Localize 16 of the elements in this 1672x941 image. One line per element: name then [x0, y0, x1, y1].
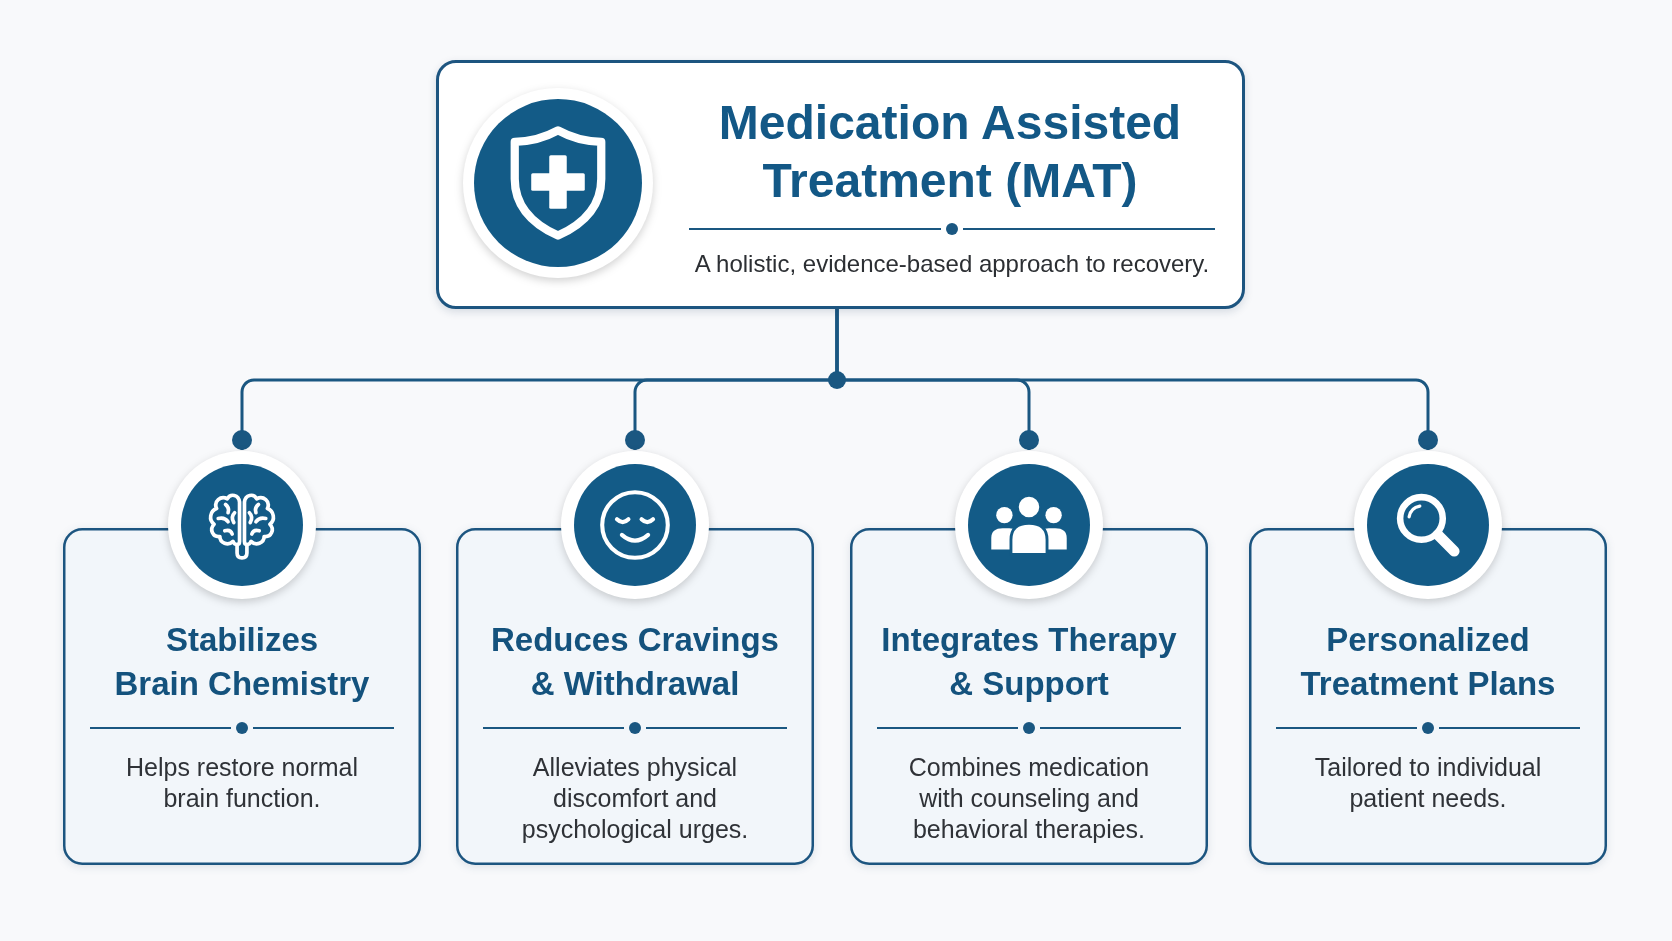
card-description: Alleviates physical discomfort and psychological urges.	[520, 752, 750, 845]
card-description: Combines medication with counseling and behavioral therapies.	[907, 752, 1151, 845]
feature-card	[63, 450, 421, 865]
card-heading: Personalized Treatment Plans	[1299, 620, 1557, 704]
card-description: Tailored to individual patient needs.	[1313, 752, 1543, 814]
card-heading: Reduces Cravings & Withdrawal	[490, 620, 780, 704]
feature-card	[850, 450, 1208, 865]
header-card	[436, 60, 1245, 309]
card-heading: Integrates Therapy & Support	[880, 620, 1178, 704]
feature-card	[1249, 450, 1607, 865]
subtitle: A holistic, evidence-based approach to recovery.	[693, 249, 1211, 279]
card-description: Helps restore normal brain function.	[125, 752, 359, 814]
connector	[835, 309, 1438, 450]
card-heading: Stabilizes Brain Chemistry	[113, 620, 371, 704]
main-title: Medication Assisted Treatment (MAT)	[717, 95, 1183, 209]
feature-card	[456, 450, 814, 865]
